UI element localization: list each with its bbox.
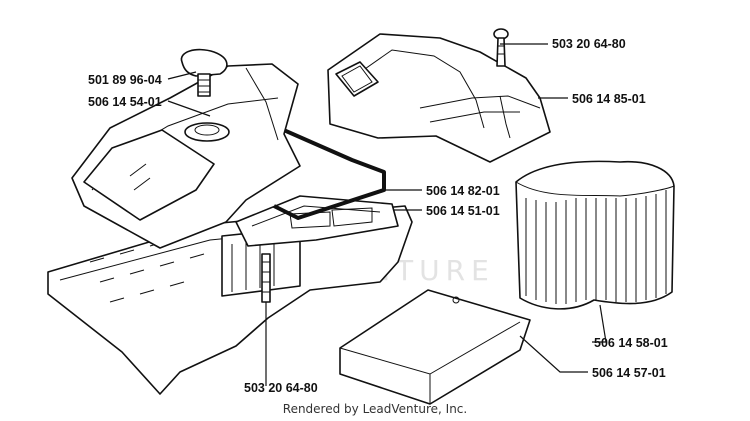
filter-cover-part	[327, 33, 551, 163]
gasket-part	[269, 122, 386, 220]
pre-filter-part	[339, 289, 531, 405]
base-housing-part	[47, 205, 413, 395]
callout-pre-filter: 506 14 57-01	[592, 366, 666, 380]
callout-filter-cover: 506 14 85-01	[572, 92, 646, 106]
callout-air-box: 506 14 51-01	[426, 204, 500, 218]
callout-air-filter: 506 14 58-01	[594, 336, 668, 350]
leader-lines	[167, 43, 607, 386]
cover-part	[71, 63, 301, 249]
bottom-screw-part	[261, 253, 271, 303]
top-screw-part	[493, 28, 509, 67]
callout-gasket: 506 14 82-01	[426, 184, 500, 198]
footer-credit: Rendered by LeadVenture, Inc.	[282, 402, 468, 416]
callout-cover: 506 14 54-01	[88, 95, 162, 109]
air-filter-part	[515, 160, 675, 310]
callout-bottom-screw: 503 20 64-80	[244, 381, 318, 395]
callout-knob: 501 89 96-04	[88, 73, 162, 87]
callout-top-screw: 503 20 64-80	[552, 37, 626, 51]
knob-part	[180, 48, 228, 97]
